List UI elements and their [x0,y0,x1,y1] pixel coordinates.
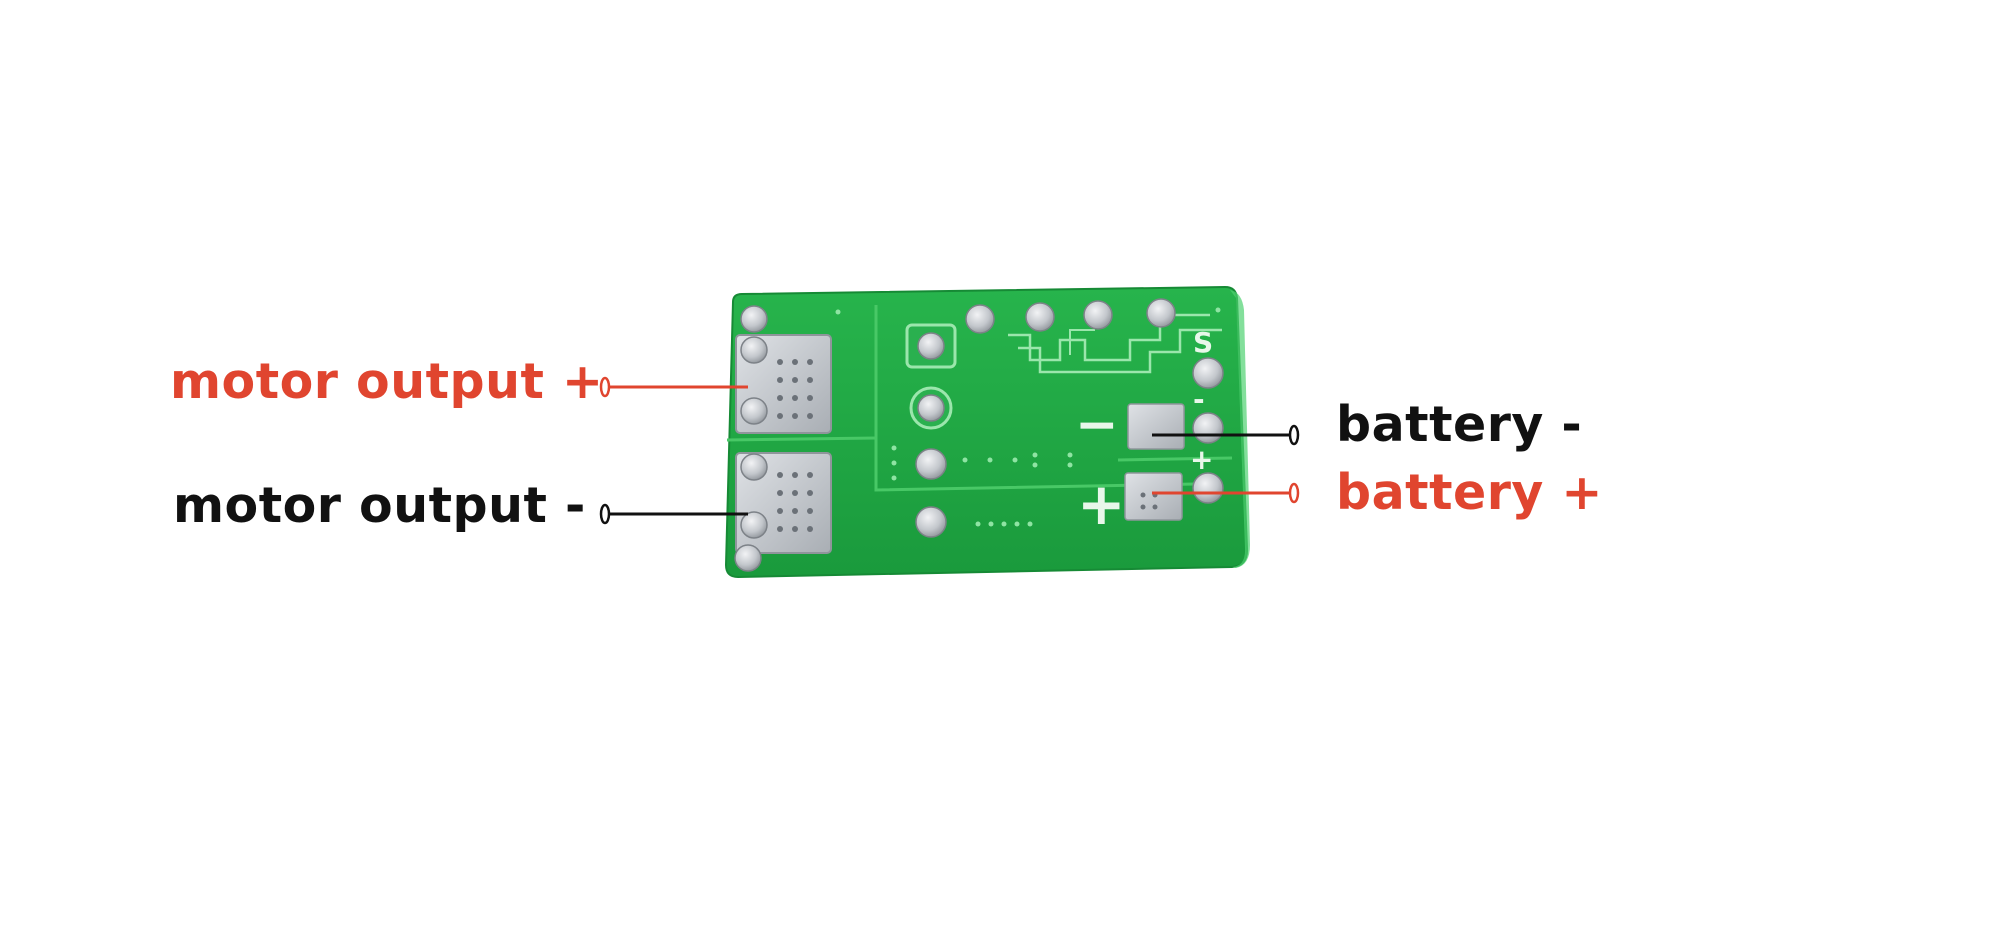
top-row-pins [965,298,1176,334]
silk-pin-minus: - [1193,383,1205,416]
battery-plus-label: battery + [1336,464,1603,521]
motor-output-minus-label: motor output - [173,477,586,534]
motor-output-plus-label: motor output + [170,353,604,410]
silk-signal: S [1193,326,1213,359]
small-via-dots [835,307,1221,527]
leader-line-motor-minus [599,503,748,525]
pcb-body [724,285,1250,579]
battery-minus-label: battery - [1336,396,1583,453]
silk-pin-plus: + [1190,443,1213,476]
leader-line-motor-plus [599,376,748,398]
component-pads [905,323,957,538]
battery-minus-pad [1127,403,1185,450]
silk-pad-plus: + [1077,470,1126,538]
left-edge-pins [734,305,768,572]
motor-pad-vias [777,359,813,532]
leader-line-battery-minus [1152,424,1300,446]
silk-pad-minus: − [1075,395,1119,455]
silkscreen: S − + - + [1075,326,1213,538]
right-column-pins [1192,357,1224,504]
leader-line-battery-plus [1152,482,1300,504]
battery-plus-pad [1124,472,1183,521]
